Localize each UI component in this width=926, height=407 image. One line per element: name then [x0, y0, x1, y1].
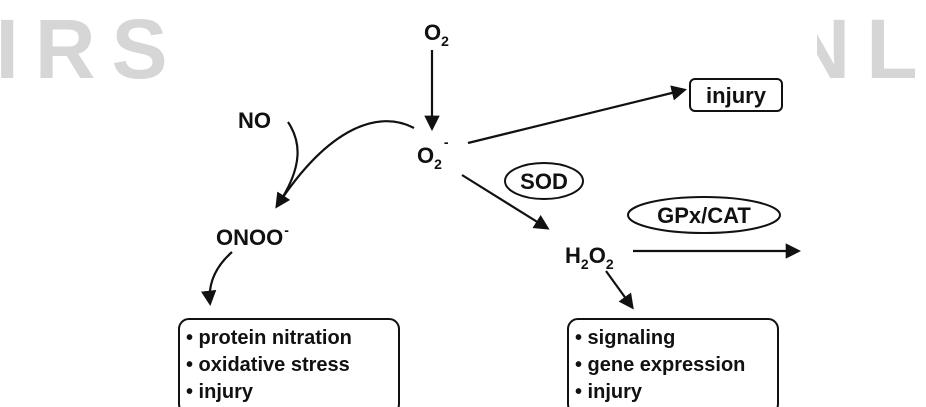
injury-box-top-label: injury	[706, 83, 767, 108]
injury-box-top	[689, 78, 783, 112]
peroxynitrite-effect-item: • protein nitration	[186, 327, 352, 349]
hydrogen-peroxide-effect-item: • injury	[575, 381, 643, 403]
peroxynitrite-effects-box	[178, 318, 400, 407]
node-hydrogen-peroxide: H2O2	[565, 243, 614, 272]
gpx-cat-enzyme-label: GPx/CAT	[657, 203, 751, 228]
node-oxygen: O2	[424, 20, 449, 49]
arrow-no-to-peroxynitrite	[276, 121, 299, 207]
hydrogen-peroxide-effects-box	[567, 318, 779, 407]
arrow-h2o2-to-effects	[605, 270, 634, 310]
gpx-cat-enzyme-ellipse	[627, 196, 781, 234]
hydrogen-peroxide-effect-item: • signaling	[575, 327, 675, 349]
node-superoxide: O2-	[417, 134, 449, 172]
sod-enzyme-ellipse	[504, 162, 584, 200]
arrow-superoxide-to-injury	[467, 85, 687, 145]
sod-enzyme-label: SOD	[520, 169, 568, 194]
peroxynitrite-effect-item: • injury	[186, 381, 254, 403]
node-nitric-oxide: NO	[238, 108, 271, 133]
hydrogen-peroxide-effect-item: • gene expression	[575, 354, 745, 376]
arrow-peroxynitrite-to-effects	[200, 251, 233, 307]
arrow-superoxide-to-peroxynitrite	[275, 120, 415, 209]
peroxynitrite-effect-item: • oxidative stress	[186, 354, 350, 376]
arrow-superoxide-to-h2o2	[461, 174, 550, 230]
node-peroxynitrite: ONOO-	[216, 222, 289, 250]
